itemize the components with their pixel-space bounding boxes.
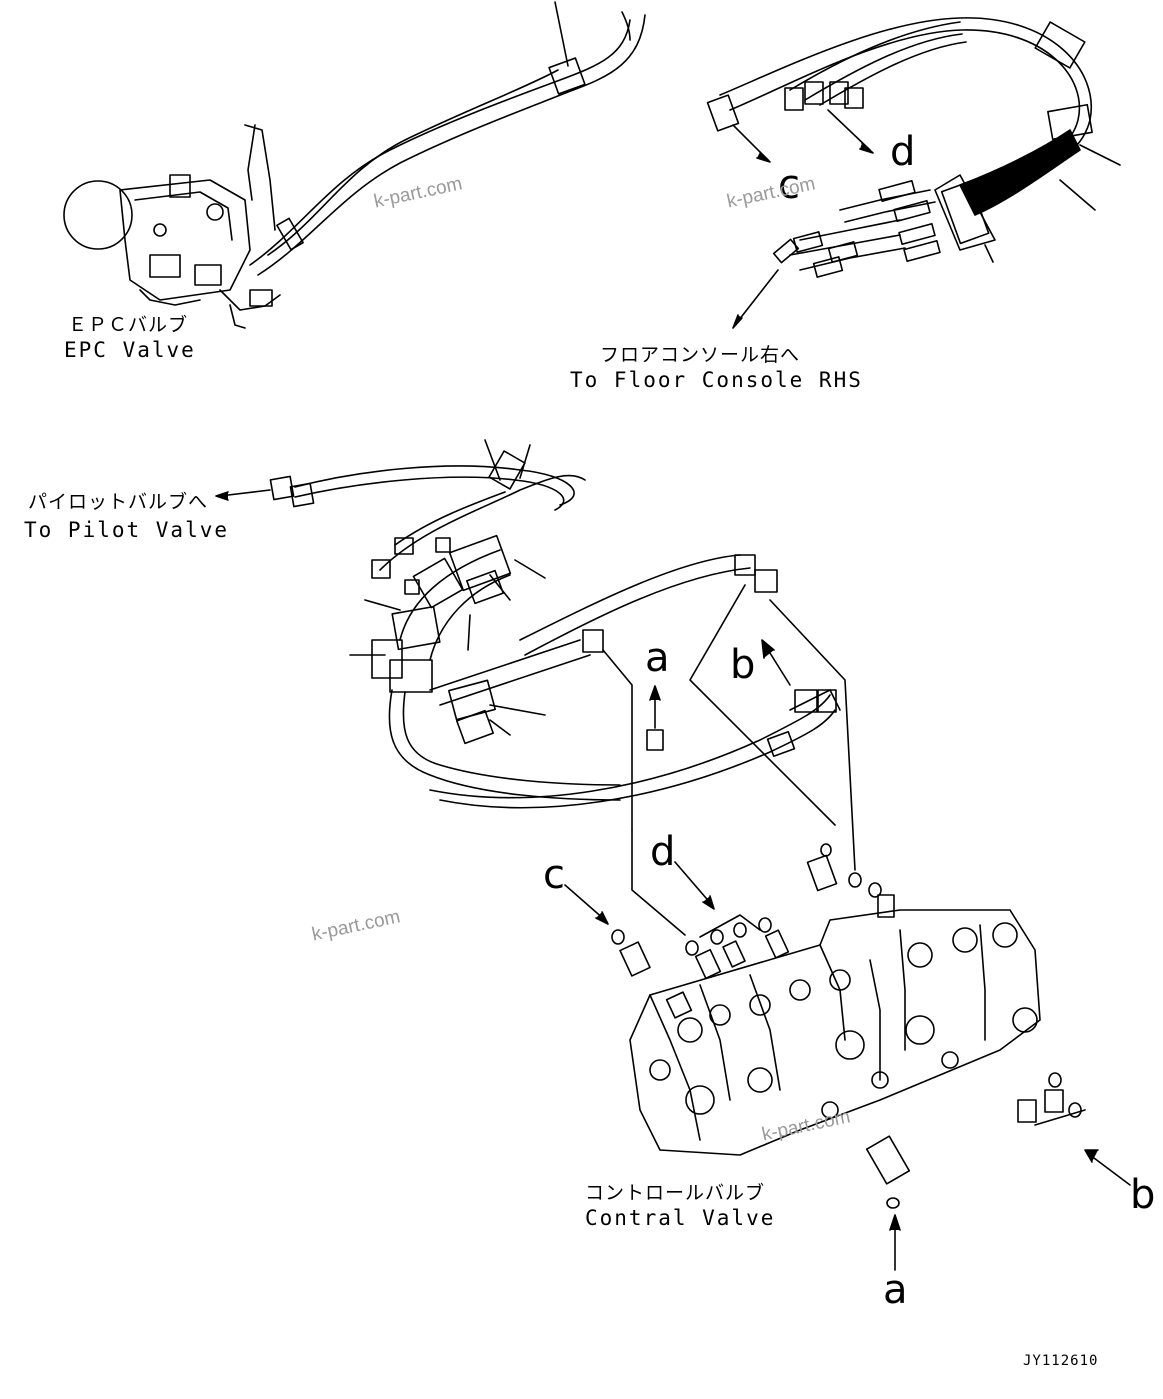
- pilot-valve-label-en: To Pilot Valve: [24, 518, 230, 542]
- pilot-hose-assembly: [215, 439, 856, 936]
- drawing-code: JY112610: [1023, 1353, 1099, 1369]
- epc-valve-label-en: EPC Valve: [64, 338, 196, 362]
- control-valve-label-jp: コントロールバルブ: [585, 1182, 766, 1204]
- floor-console-label-en: To Floor Console RHS: [570, 368, 863, 392]
- ref-letter-d-bottom: d: [650, 829, 676, 875]
- ref-letter-d-top: d: [890, 129, 916, 175]
- ref-letter-c-top: c: [778, 162, 800, 208]
- console-hose-bundle: [706, 17, 1121, 329]
- epc-hose: [249, 1, 646, 276]
- epc-valve-drawing: [63, 124, 281, 329]
- ref-letter-b-middle: b: [730, 642, 756, 688]
- ref-letter-b-bottom: b: [1130, 1172, 1156, 1218]
- ref-letter-a-bottom: a: [883, 1267, 908, 1313]
- ref-letter-a-middle: a: [645, 635, 670, 681]
- pilot-valve-label-jp: パイロットバルブへ: [28, 491, 209, 513]
- control-valve-label-en: Contral Valve: [585, 1206, 776, 1230]
- floor-console-label-jp: フロアコンソール右へ: [600, 344, 801, 366]
- epc-valve-label-jp: ＥＰＣバルブ: [68, 314, 189, 336]
- ref-letter-c-bottom: c: [543, 852, 565, 898]
- control-valve-drawing: [564, 689, 1131, 1271]
